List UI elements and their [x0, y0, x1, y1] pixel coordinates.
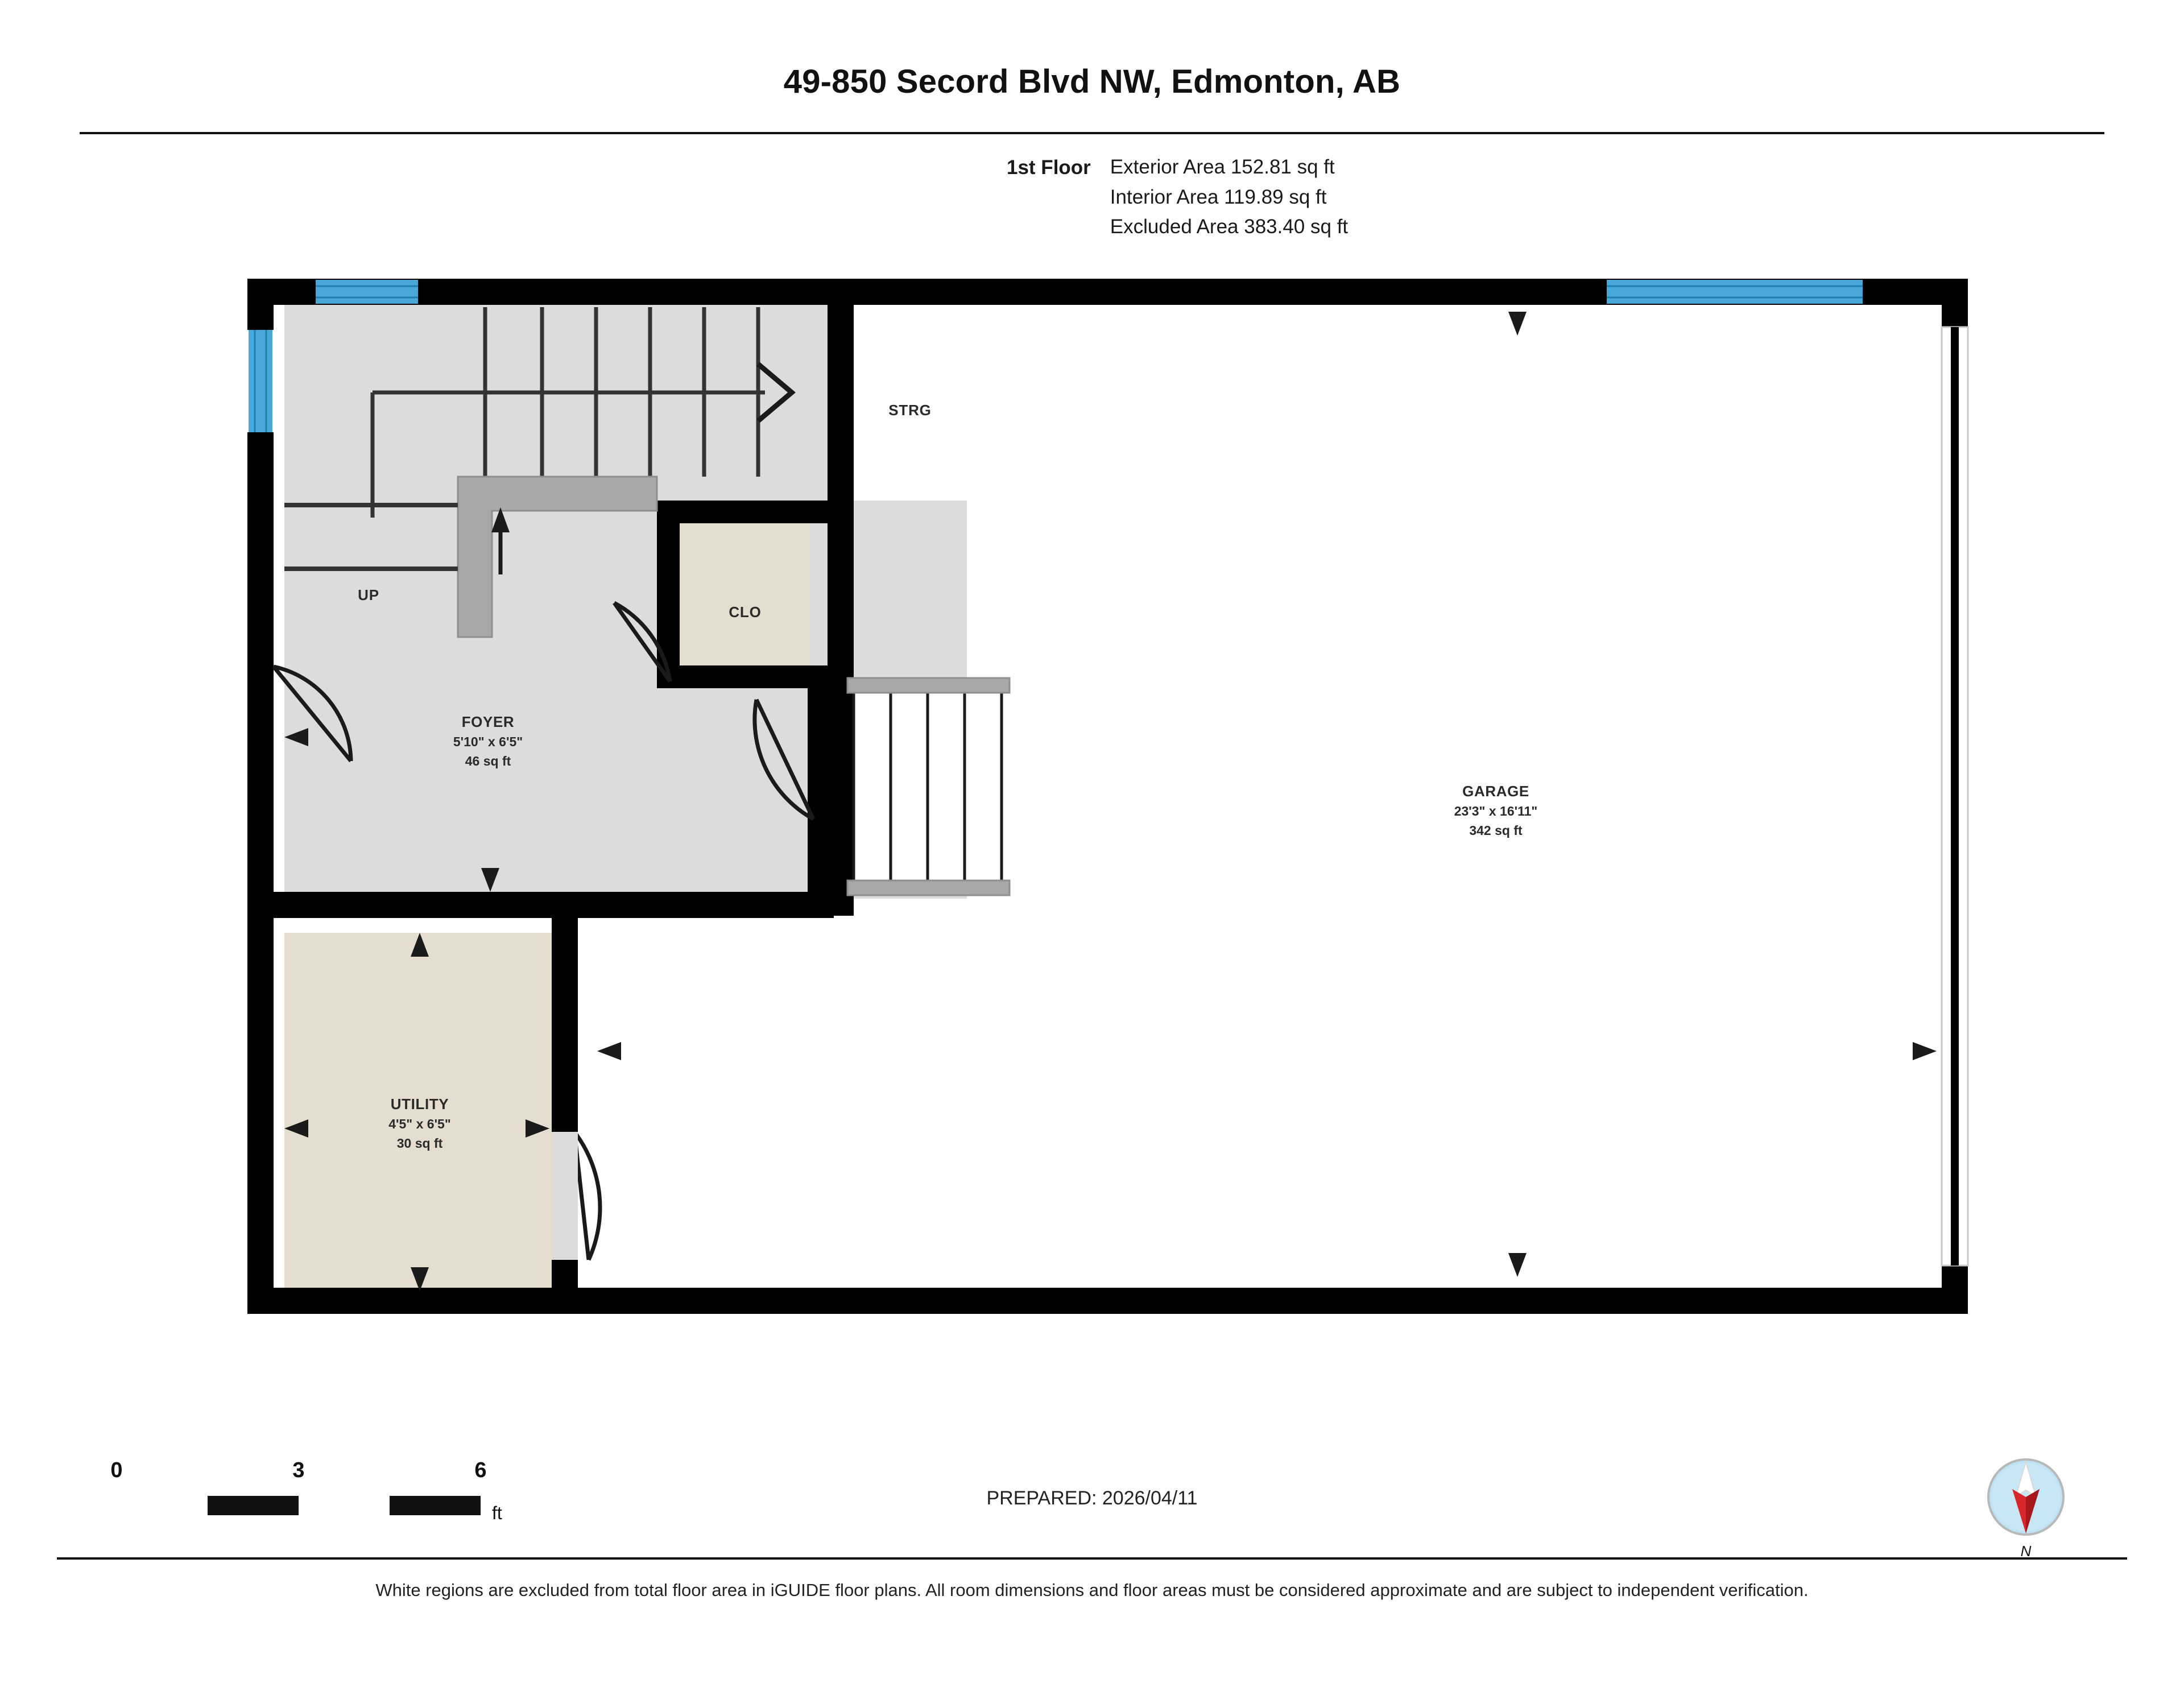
label-garage-name: GARAGE — [1462, 783, 1529, 800]
wall-right-bottom — [1942, 1266, 1968, 1314]
window-top-left — [316, 280, 418, 304]
garage-overhead-door — [1941, 326, 1969, 1267]
foyer-fill-lower — [284, 671, 808, 899]
label-foyer-area: 46 sq ft — [465, 754, 511, 768]
window-top-right — [1607, 280, 1863, 304]
exterior-walls — [247, 279, 1968, 1314]
wall-left-mid — [247, 432, 274, 830]
wall-top — [247, 279, 1968, 305]
exterior-area: Exterior Area 152.81 sq ft — [1110, 156, 1335, 178]
door-opening-utility — [552, 1132, 578, 1260]
wall-closet-left — [657, 501, 680, 688]
label-utility-name: UTILITY — [391, 1095, 449, 1113]
page-title: 49-850 Secord Blvd NW, Edmonton, AB — [783, 63, 1401, 100]
scale-tick-3: 3 — [292, 1458, 305, 1482]
scale-bar: 0 3 6 — [110, 1458, 487, 1515]
marker-garage-bottom — [1508, 1253, 1527, 1277]
floor-label: 1st Floor — [1007, 156, 1091, 179]
label-stairs-up: UP — [358, 586, 379, 603]
door-utility — [572, 1130, 602, 1261]
area-list: Exterior Area 152.81 sq ft Interior Area… — [1110, 152, 1348, 242]
door-closet — [613, 601, 672, 683]
marker-hall-right — [597, 1042, 621, 1060]
utility-fill — [284, 933, 552, 1291]
window-left-side — [249, 330, 272, 432]
direction-markers — [284, 312, 1937, 1291]
plan-text-labels: STRG CLO UP FOYER 5'10" x 6'5" 46 sq ft … — [358, 402, 1537, 1151]
label-foyer-dim: 5'10" x 6'5" — [453, 734, 523, 749]
marker-utility-left — [284, 1119, 308, 1138]
compass-north-label: N — [2020, 1543, 2032, 1560]
marker-utility-right — [526, 1119, 549, 1138]
interior-walls — [247, 305, 854, 1314]
staircase-up — [370, 307, 796, 518]
label-closet: CLO — [729, 603, 761, 621]
scale-segment-4 — [390, 1496, 481, 1515]
garage-fill — [853, 296, 1968, 1314]
title-divider — [80, 132, 2104, 134]
prepared-date: PREPARED: 2026/04/11 — [986, 1487, 1198, 1509]
label-garage-area: 342 sq ft — [1469, 823, 1523, 838]
label-garage-dim: 23'3" x 16'11" — [1454, 804, 1538, 818]
closet-fill — [674, 518, 810, 688]
marker-foyer-left — [284, 728, 308, 746]
door-foyer-garage — [752, 698, 816, 821]
foyer-fill-mid — [284, 501, 967, 899]
wall-landing-right — [828, 686, 854, 916]
garage-steps — [846, 677, 1011, 896]
scale-segment-2 — [208, 1496, 299, 1515]
doors — [272, 601, 816, 1261]
wall-closet-bottom — [657, 665, 854, 688]
label-utility-dim: 4'5" x 6'5" — [388, 1117, 451, 1131]
wall-utility-right-lower — [552, 1229, 578, 1314]
stair-landing — [284, 475, 658, 638]
compass-rose-icon — [1984, 1455, 2068, 1557]
door-foyer-entry — [272, 664, 353, 763]
wall-left-upper — [247, 279, 274, 330]
marker-garage-right — [1913, 1042, 1937, 1060]
wall-foyer-right — [808, 665, 834, 916]
room-fills — [284, 296, 1968, 1314]
wall-foyer-bottom — [247, 892, 834, 918]
marker-garage-top — [1508, 312, 1527, 336]
wall-closet-top — [657, 501, 854, 523]
scale-segment-1 — [117, 1496, 208, 1515]
disclaimer-text: White regions are excluded from total fl… — [375, 1580, 1809, 1600]
scale-tick-0: 0 — [110, 1458, 123, 1482]
stair-up-arrow-icon — [491, 507, 510, 574]
wall-left-lower — [247, 830, 274, 1314]
wall-hall-garage-upper — [828, 305, 854, 686]
scale-segment-3 — [299, 1496, 390, 1515]
floor-summary: 1st Floor Exterior Area 152.81 sq ft Int… — [1007, 152, 1348, 242]
excluded-area: Excluded Area 383.40 sq ft — [1110, 216, 1349, 238]
label-foyer-name: FOYER — [462, 713, 515, 730]
marker-foyer-bottom — [481, 868, 499, 892]
marker-utility-top — [411, 933, 429, 957]
wall-right-top — [1942, 279, 1968, 327]
scale-tick-6: 6 — [474, 1458, 487, 1482]
windows — [249, 280, 1863, 432]
label-utility-area: 30 sq ft — [397, 1136, 443, 1151]
marker-utility-bottom — [411, 1267, 429, 1291]
wall-utility-right — [552, 918, 578, 1174]
label-storage: STRG — [888, 402, 931, 419]
footer-divider — [57, 1557, 2127, 1560]
scale-unit-label: ft — [492, 1503, 502, 1523]
foyer-fill-upper — [284, 296, 842, 671]
scale-tick-labels: 0 3 6 — [110, 1458, 486, 1487]
wall-bottom — [247, 1288, 1968, 1314]
interior-area: Interior Area 119.89 sq ft — [1110, 185, 1327, 208]
